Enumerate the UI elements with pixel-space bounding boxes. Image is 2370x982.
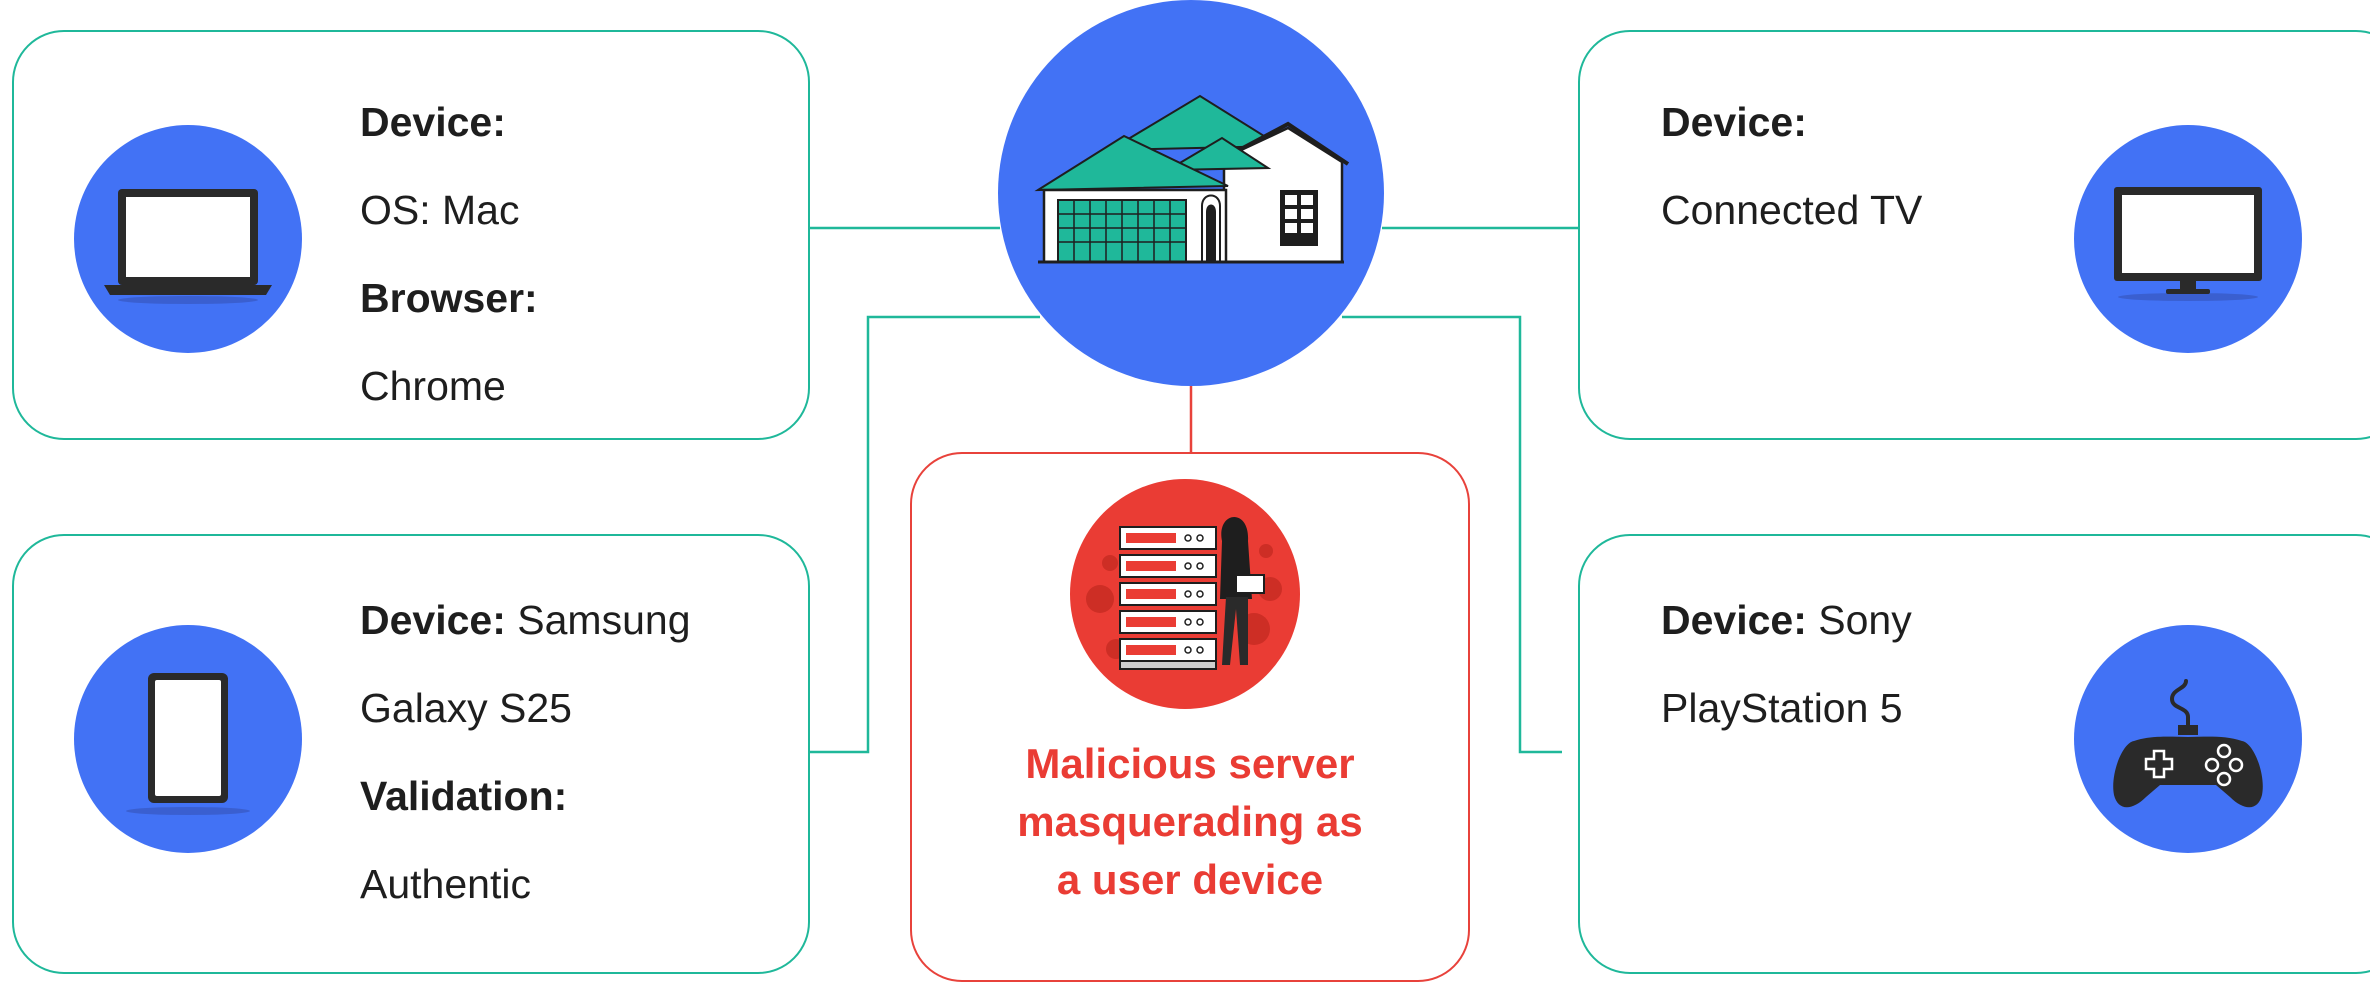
tv-text: Device: Connected TV <box>1661 78 1922 254</box>
mac-device-label: Device: <box>360 99 506 145</box>
connector-playstation <box>1342 315 1562 754</box>
samsung-text: Device: Samsung Galaxy S25 Validation: A… <box>360 576 691 928</box>
samsung-validation: Authentic <box>360 861 531 907</box>
malicious-caption: Malicious server masquerading as a user … <box>910 735 1470 909</box>
samsung-device-line2: Galaxy S25 <box>360 685 572 731</box>
gamepad-circle <box>2074 625 2302 853</box>
laptop-icon <box>104 189 272 304</box>
hacker-server-icon <box>1086 516 1282 670</box>
tablet-icon <box>126 673 250 815</box>
caption-line-1: Malicious server <box>1025 740 1355 787</box>
playstation-device-label: Device: <box>1661 597 1807 643</box>
connector-lines <box>808 226 1578 754</box>
home-hub <box>998 0 1384 386</box>
mac-text: Device: OS: Mac Browser: Chrome <box>360 78 538 430</box>
laptop-circle <box>74 125 302 353</box>
mac-browser-label: Browser: <box>360 275 538 321</box>
caption-line-2: masquerading as <box>1017 798 1363 845</box>
samsung-device-label: Device: <box>360 597 506 643</box>
mac-browser: Chrome <box>360 363 506 409</box>
playstation-device: Sony <box>1818 597 1912 643</box>
house-icon <box>1034 94 1350 264</box>
playstation-text: Device: Sony PlayStation 5 <box>1661 576 1912 752</box>
threat-circle <box>1070 479 1300 709</box>
tv-device: Connected TV <box>1661 187 1923 233</box>
tv-device-label: Device: <box>1661 99 1807 145</box>
gamepad-icon <box>2113 679 2263 808</box>
tablet-circle <box>74 625 302 853</box>
samsung-device: Samsung <box>517 597 691 643</box>
mac-os: OS: Mac <box>360 187 520 233</box>
monitor-icon <box>2114 187 2262 301</box>
connector-samsung <box>808 315 1040 754</box>
monitor-circle <box>2074 125 2302 353</box>
caption-line-3: a user device <box>1056 856 1324 903</box>
playstation-device-line2: PlayStation 5 <box>1661 685 1903 731</box>
samsung-validation-label: Validation: <box>360 773 568 819</box>
